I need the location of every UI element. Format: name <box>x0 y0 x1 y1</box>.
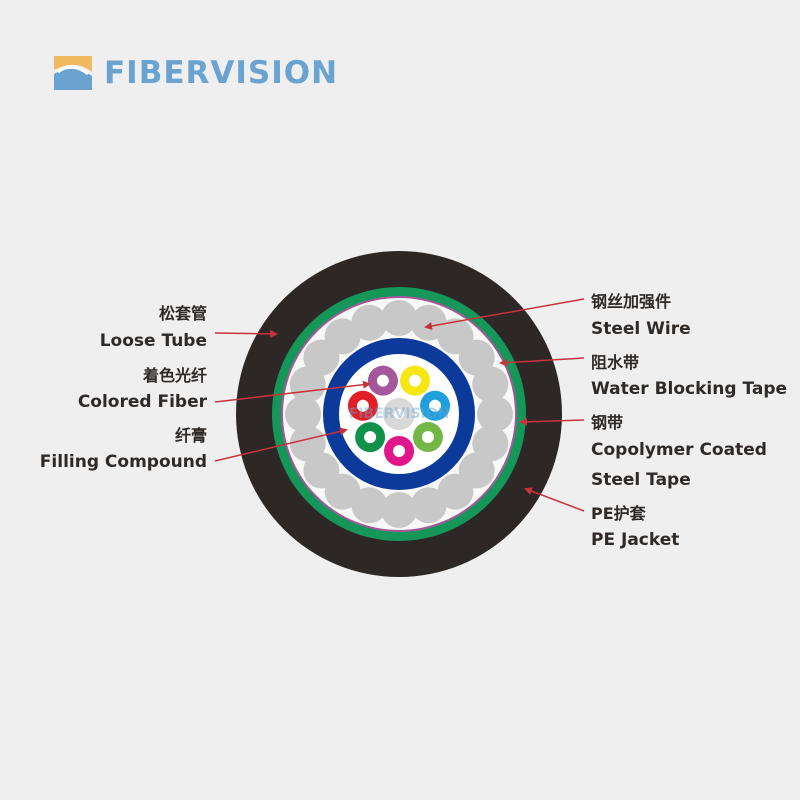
steel-wires <box>285 300 513 528</box>
label-filling-compound-zh: 纤膏 <box>174 426 207 445</box>
label-steel-wire-en: Steel Wire <box>591 319 691 339</box>
label-colored-fiber-en: Colored Fiber <box>77 392 207 412</box>
label-loose-tube-zh: 松套管 <box>158 304 207 323</box>
label-water-tape-en: Water Blocking Tape <box>591 379 788 399</box>
brand-logo: FIBERVISION <box>50 50 338 95</box>
label-steel-tape-en2: Steel Tape <box>591 470 691 490</box>
label-pe-jacket-en: PE Jacket <box>591 530 680 550</box>
label-loose-tube-en: Loose Tube <box>99 331 207 351</box>
label-steel-wire-zh: 钢丝加强件 <box>591 292 672 311</box>
label-water-tape-zh: 阻水带 <box>591 353 640 372</box>
label-steel-tape-zh: 钢带 <box>591 413 624 432</box>
brand-name: FIBERVISION <box>104 54 339 91</box>
colored-fibers <box>347 365 451 466</box>
wave-tile-icon <box>54 55 92 90</box>
svg-text:FIBERVISION: FIBERVISION <box>349 406 450 422</box>
label-pe-jacket-zh: PE护套 <box>591 504 646 523</box>
label-colored-fiber-zh: 着色光纤 <box>142 366 207 385</box>
label-steel-tape-en: Copolymer Coated <box>591 440 767 460</box>
label-filling-compound-en: Filling Compound <box>39 452 207 472</box>
